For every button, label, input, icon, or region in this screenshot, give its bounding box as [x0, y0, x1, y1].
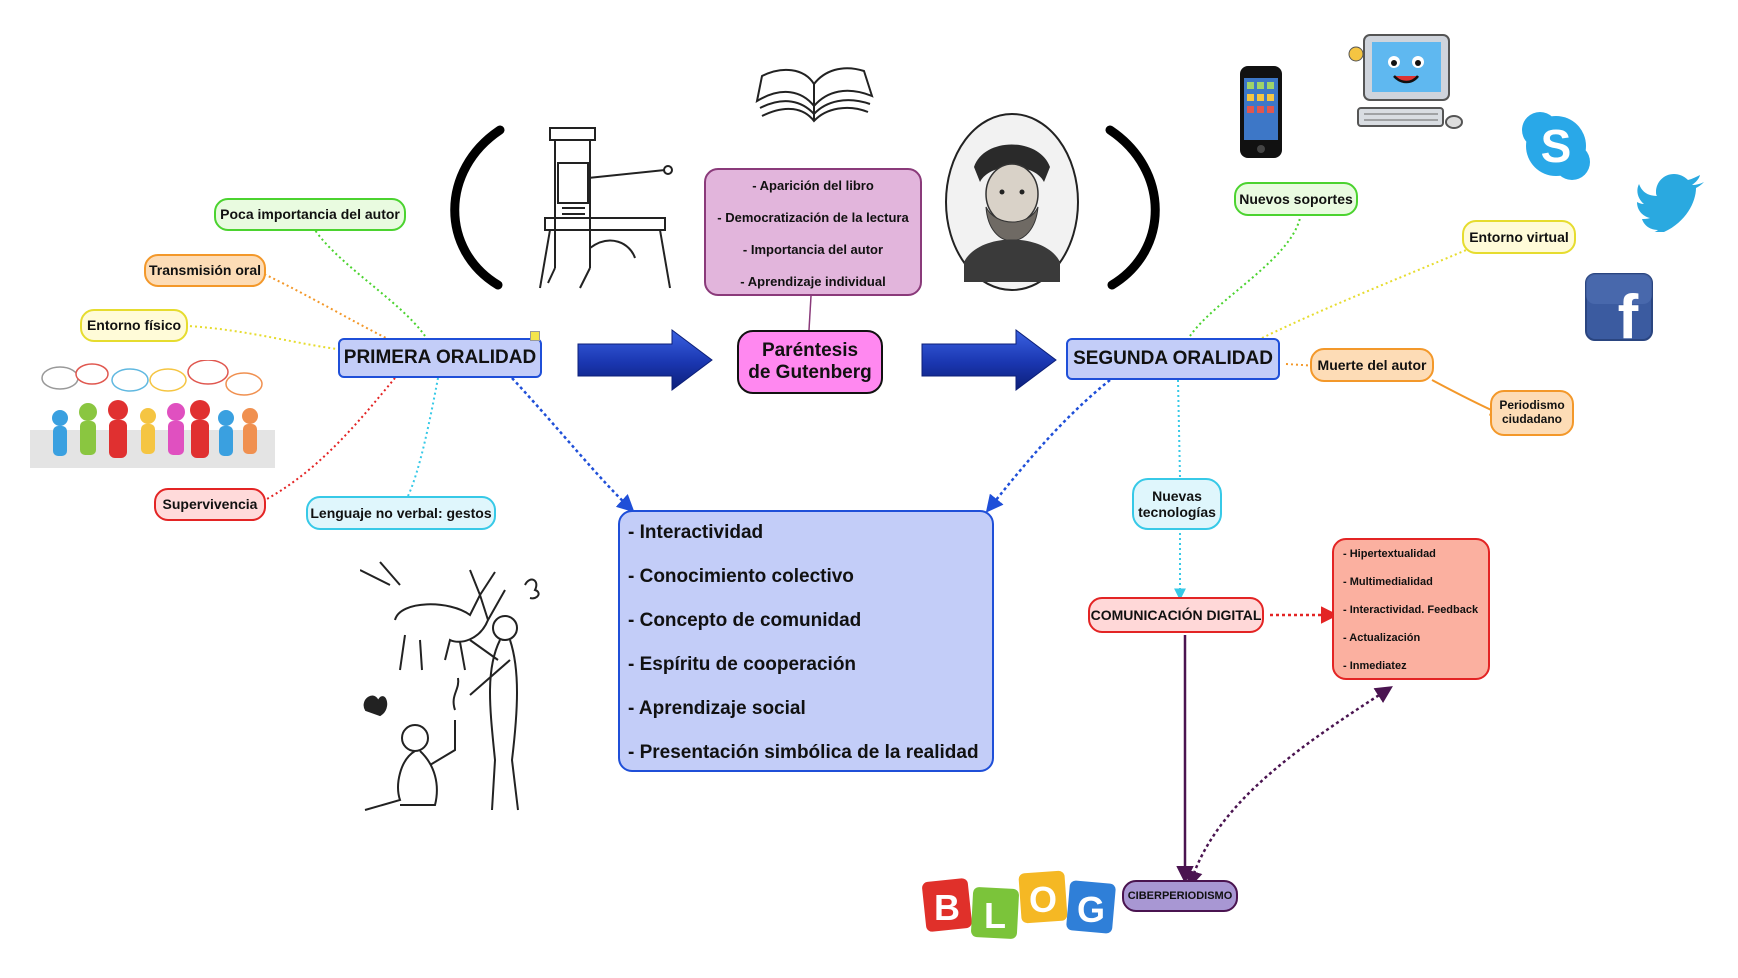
list-item: - Multimedialidad	[1343, 576, 1433, 588]
transmision-oral-label: Transmisión oral	[148, 262, 262, 279]
list-item: - Actualización	[1343, 632, 1421, 644]
computer-character-icon	[1348, 34, 1463, 129]
smartphone-icon	[1240, 66, 1282, 158]
list-item: - Conocimiento colectivo	[628, 566, 854, 587]
supervivencia-node[interactable]: Supervivencia	[154, 488, 266, 521]
poca-importancia-label: Poca importancia del autor	[220, 206, 400, 223]
link-entorno	[187, 325, 346, 351]
periodismo-ciudadano-node[interactable]: Periodismo ciudadano	[1490, 390, 1574, 436]
lenguaje-no-verbal-label: Lenguaje no verbal: gestos	[310, 504, 492, 521]
link-supervivencia	[264, 377, 396, 501]
muerte-autor-node[interactable]: Muerte del autor	[1310, 348, 1434, 382]
ciberperiodismo-label: CIBERPERIODISMO	[1127, 889, 1233, 902]
shared-features-box: - Interactividad - Conocimiento colectiv…	[618, 510, 994, 772]
link-segunda-shared	[985, 379, 1111, 513]
link-nuevas	[1177, 379, 1181, 479]
nuevos-soportes-node[interactable]: Nuevos soportes	[1234, 182, 1358, 216]
segunda-oralidad-label: SEGUNDA ORALIDAD	[1073, 348, 1273, 370]
svg-text:L: L	[984, 895, 1006, 936]
right-parenthesis	[1105, 125, 1160, 290]
entorno-virtual-label: Entorno virtual	[1469, 228, 1569, 245]
printing-press-icon	[539, 127, 673, 289]
cave-painting-icon	[360, 561, 540, 811]
left-parenthesis	[450, 125, 505, 290]
parentesis-gutenberg-node[interactable]: Paréntesis de Gutenberg	[737, 330, 883, 394]
list-item: - Presentación simbólica de la realidad	[628, 742, 979, 763]
nuevas-line-1: Nuevas	[1152, 487, 1202, 504]
svg-text:S: S	[1541, 120, 1572, 172]
open-book-icon	[755, 67, 874, 123]
list-item: - Concepto de comunidad	[628, 610, 862, 631]
gutenberg-features-box: - Aparición del libro - Democratización …	[704, 168, 922, 296]
facebook-icon: f	[1585, 273, 1653, 342]
center-line-2: de Gutenberg	[748, 362, 872, 383]
skype-icon: S	[1522, 112, 1590, 180]
periodismo-line-2: ciudadano	[1501, 412, 1562, 426]
link-primera-shared	[511, 377, 635, 513]
list-item: - Aprendizaje individual	[740, 274, 886, 289]
muerte-autor-label: Muerte del autor	[1317, 356, 1427, 373]
big-arrow-right	[921, 329, 1057, 391]
primera-oralidad-node[interactable]: PRIMERA ORALIDAD	[338, 338, 542, 378]
transmision-oral-node[interactable]: Transmisión oral	[144, 254, 266, 287]
svg-text:B: B	[934, 887, 960, 928]
list-item: - Espíritu de cooperación	[628, 654, 857, 675]
gutenberg-portrait-icon	[945, 113, 1079, 291]
link-entorno-virtual	[1261, 244, 1479, 339]
link-transmision	[261, 272, 391, 341]
link-gutenberg-box	[808, 295, 812, 331]
link-ciber-list	[1185, 686, 1393, 889]
link-poca	[309, 221, 426, 337]
ciberperiodismo-node[interactable]: CIBERPERIODISMO	[1122, 880, 1238, 912]
link-lenguaje	[407, 377, 439, 497]
big-arrow-left	[577, 329, 713, 391]
svg-text:f: f	[1618, 283, 1639, 342]
people-speech-bubbles-icon	[30, 360, 275, 468]
primera-oralidad-label: PRIMERA ORALIDAD	[343, 347, 537, 369]
list-item: - Interactividad. Feedback	[1343, 604, 1479, 616]
comunicacion-digital-node[interactable]: COMUNICACIÓN DIGITAL	[1088, 597, 1264, 633]
svg-text:O: O	[1029, 879, 1057, 920]
poca-importancia-node[interactable]: Poca importancia del autor	[214, 198, 406, 231]
list-item: - Aparición del libro	[752, 178, 874, 193]
svg-text:G: G	[1077, 889, 1105, 930]
comunicacion-digital-label: COMUNICACIÓN DIGITAL	[1090, 606, 1262, 623]
list-item: - Hipertextualidad	[1343, 548, 1436, 560]
segunda-oralidad-node[interactable]: SEGUNDA ORALIDAD	[1066, 338, 1280, 380]
supervivencia-label: Supervivencia	[162, 496, 258, 513]
list-item: - Interactividad	[628, 522, 764, 543]
twitter-bird-icon	[1637, 174, 1704, 232]
entorno-fisico-node[interactable]: Entorno físico	[80, 309, 188, 342]
selection-handle[interactable]	[530, 331, 540, 341]
nuevas-line-2: tecnologías	[1138, 504, 1216, 520]
list-item: - Inmediatez	[1343, 660, 1407, 672]
entorno-virtual-node[interactable]: Entorno virtual	[1462, 220, 1576, 254]
list-item: - Importancia del autor	[742, 242, 884, 257]
list-item: - Democratización de la lectura	[717, 210, 909, 225]
list-item: - Aprendizaje social	[628, 698, 806, 719]
link-soportes	[1189, 217, 1301, 337]
center-line-1: Paréntesis	[761, 340, 859, 362]
lenguaje-no-verbal-node[interactable]: Lenguaje no verbal: gestos	[306, 496, 496, 530]
nuevos-soportes-label: Nuevos soportes	[1239, 190, 1353, 207]
entorno-fisico-label: Entorno físico	[86, 317, 182, 334]
digital-features-box: - Hipertextualidad - Multimedialidad - I…	[1332, 538, 1490, 680]
nuevas-tecnologias-node[interactable]: Nuevas tecnologías	[1132, 478, 1222, 530]
periodismo-line-1: Periodismo	[1499, 398, 1565, 413]
blog-cubes-icon: B L O G	[922, 862, 1122, 946]
